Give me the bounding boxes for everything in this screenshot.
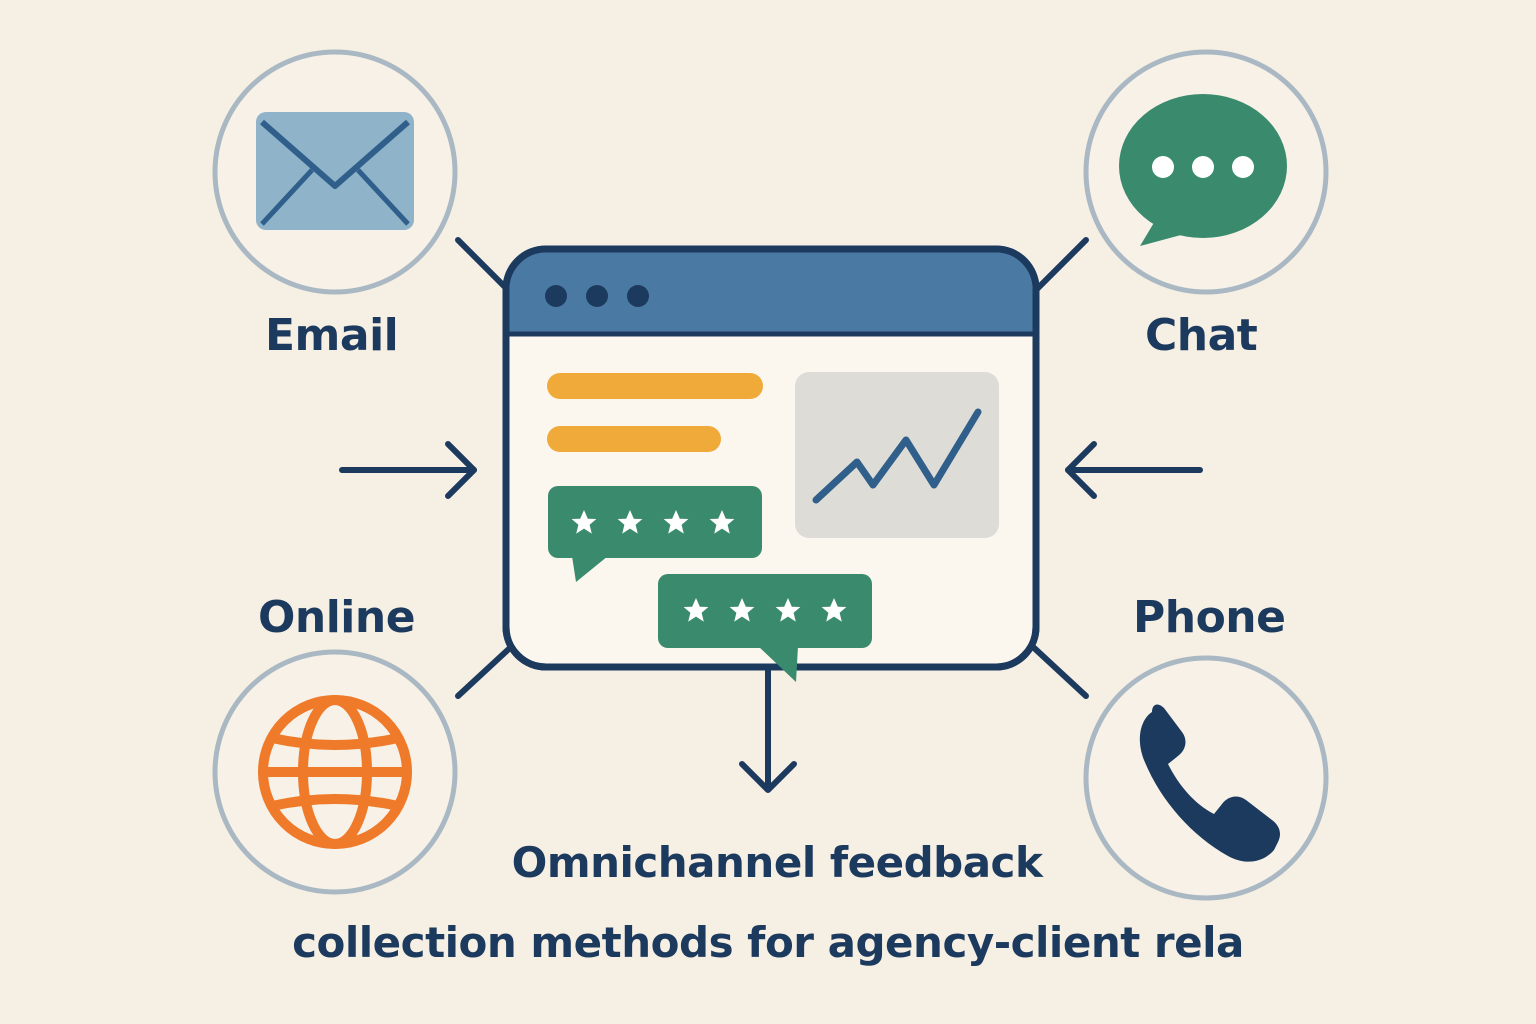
connector-email [455,237,513,295]
feedback-dashboard-window-icon [502,245,1040,682]
channel-label-phone: Phone [1133,592,1286,643]
text-line-2 [547,426,721,452]
channel-label-online: Online [258,592,416,643]
trend-chart-icon [795,372,999,538]
arrow-down-out [739,665,797,793]
speech-bubble-icon [1083,49,1329,295]
envelope-icon [212,49,458,295]
connector-chat [1031,237,1089,295]
connector-online [455,643,515,699]
globe-icon [212,649,458,895]
connector-phone [1029,643,1089,699]
window-dot-1 [545,285,567,307]
text-line-1 [547,373,763,399]
arrow-left-in [339,441,477,499]
phone-icon [1083,655,1329,901]
review-bubble-2 [658,574,872,682]
window-dot-3 [627,285,649,307]
window-dot-2 [586,285,608,307]
caption-line-1: Omnichannel feedback [511,838,1043,887]
review-bubble-1 [548,486,762,582]
channel-label-email: Email [265,310,399,361]
channel-label-chat: Chat [1145,310,1258,361]
arrow-right-in [1065,441,1203,499]
connector-lines [455,237,1089,699]
caption-line-2: collection methods for agency-client rel… [292,918,1244,967]
